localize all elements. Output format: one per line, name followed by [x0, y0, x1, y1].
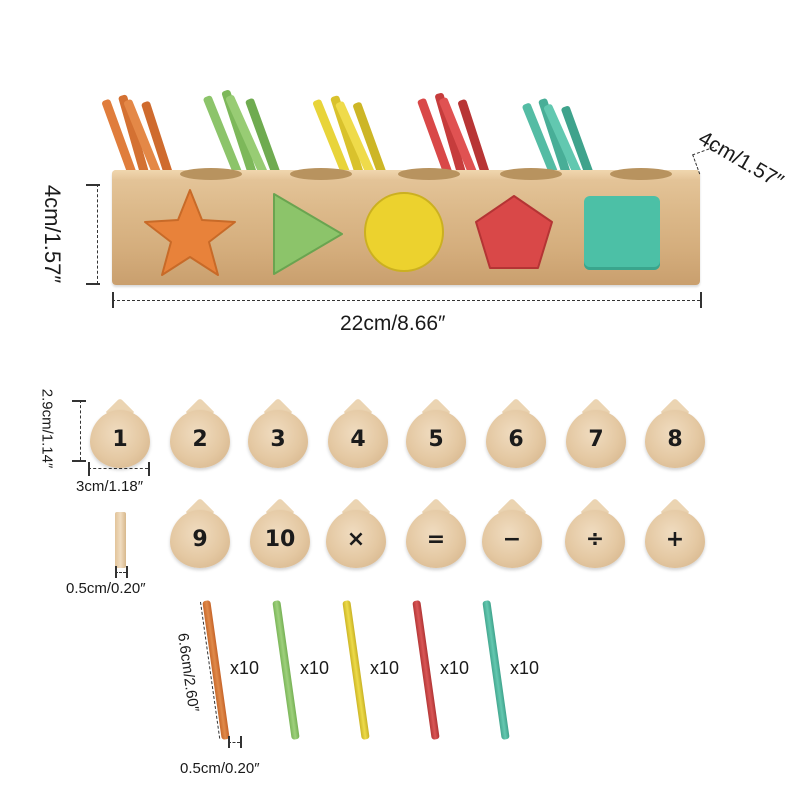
tile-label: 9: [192, 526, 208, 552]
dim-tick: [86, 283, 100, 285]
block-hole: [290, 168, 352, 180]
tile-label: ÷: [585, 526, 605, 552]
stick-count-label: x10: [440, 658, 470, 678]
block-length-label: 22cm/8.66″: [340, 312, 446, 335]
stick-length-label: 6.6cm/2.60″: [174, 631, 202, 714]
tile-label: +: [665, 526, 685, 552]
dim-tick: [72, 460, 86, 462]
tile-width-label: 3cm/1.18″: [76, 478, 144, 495]
operator-tile: −: [482, 510, 542, 568]
block-height-label: 4cm/1.57″: [40, 184, 65, 284]
block-length-line: [112, 300, 700, 301]
dim-tick: [112, 292, 114, 308]
pentagon-shape: [475, 195, 553, 269]
circle-shape: [364, 192, 444, 272]
stick-width-label: 0.5cm/0.20″: [180, 760, 260, 777]
counting-stick-yellow: [342, 600, 370, 740]
block-height-line: [97, 184, 98, 284]
tile-side-view: [115, 512, 126, 568]
tile-label: 8: [667, 426, 683, 452]
tile-thickness-label: 0.5cm/0.20″: [66, 580, 146, 597]
stick-count-label: x10: [510, 658, 540, 678]
number-tile: 3: [248, 410, 308, 468]
counting-stick-red: [412, 600, 440, 740]
operator-tile: ÷: [565, 510, 625, 568]
tile-label: −: [502, 526, 522, 552]
dim-tick: [700, 292, 702, 308]
number-tile: 6: [486, 410, 546, 468]
tile-label: 1: [112, 426, 128, 452]
number-tile: 7: [566, 410, 626, 468]
square-shape: [584, 196, 660, 270]
stick-count-label: x10: [370, 658, 400, 678]
stick-width-line: [228, 742, 240, 743]
counting-stick-teal: [482, 600, 510, 740]
counting-stick-green: [272, 600, 300, 740]
dim-tick: [148, 462, 150, 476]
stick-count-label: x10: [300, 658, 330, 678]
dim-tick: [115, 566, 117, 578]
dim-tick: [88, 462, 90, 476]
operator-tile: +: [645, 510, 705, 568]
block-hole: [610, 168, 672, 180]
tile-label: 5: [428, 426, 444, 452]
number-tile: 2: [170, 410, 230, 468]
tile-label: ×: [346, 526, 366, 552]
number-tile: 9: [170, 510, 230, 568]
tile-label: 4: [350, 426, 366, 452]
tile-label: 6: [508, 426, 524, 452]
tile-label: =: [426, 526, 446, 552]
tile-label: 3: [270, 426, 286, 452]
tile-width-line: [88, 468, 148, 469]
number-tile: 1: [90, 410, 150, 468]
operator-tile: ×: [326, 510, 386, 568]
number-tile: 8: [645, 410, 705, 468]
number-tile: 10: [250, 510, 310, 568]
stick-count-label: x10: [230, 658, 260, 678]
tile-label: 10: [264, 526, 296, 552]
tile-label: 7: [588, 426, 604, 452]
tile-height-line: [80, 400, 81, 460]
dim-tick: [126, 566, 128, 578]
tile-label: 2: [192, 426, 208, 452]
block-hole: [500, 168, 562, 180]
number-tile: 5: [406, 410, 466, 468]
triangle-shape: [273, 193, 343, 275]
operator-tile: =: [406, 510, 466, 568]
block-hole: [180, 168, 242, 180]
block-hole: [398, 168, 460, 180]
tile-height-label: 2.9cm/1.14″: [38, 388, 56, 469]
dim-tick: [86, 184, 100, 186]
dim-tick: [72, 400, 86, 402]
star-shape: [144, 189, 236, 276]
dim-tick: [240, 736, 242, 748]
number-tile: 4: [328, 410, 388, 468]
tile-thickness-line: [115, 572, 126, 573]
dim-tick: [228, 736, 230, 748]
